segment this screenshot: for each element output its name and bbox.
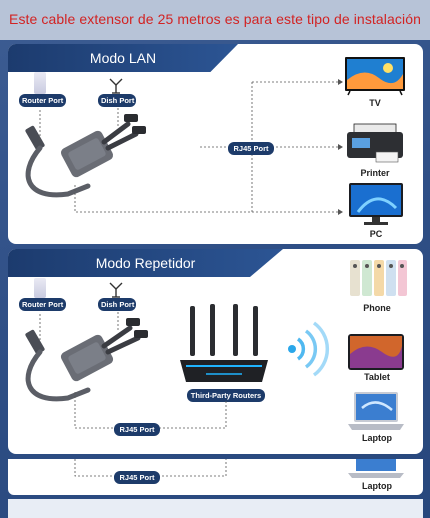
top-banner <box>0 0 430 40</box>
banner-text: Este cable extensor de 25 metros es para… <box>9 11 421 27</box>
repeater-rj45-label: RJ45 Port <box>114 423 160 436</box>
tv-icon <box>345 57 405 96</box>
laptop-icon <box>348 392 404 430</box>
bottom-strip <box>8 499 423 518</box>
third-party-routers-label: Third-Party Routers <box>187 389 265 402</box>
tv-label: TV <box>369 98 381 108</box>
extra-laptop-label: Laptop <box>362 481 392 491</box>
laptop-label: Laptop <box>362 433 392 443</box>
repeater-connection-lines <box>39 312 227 429</box>
lan-title: Modo LAN <box>8 44 238 72</box>
dish-port-label: Dish Port <box>98 94 136 107</box>
tablet-icon <box>348 334 404 370</box>
tablet-label: Tablet <box>364 372 390 382</box>
satellite-dish-icon <box>109 282 123 298</box>
pc-monitor-icon <box>349 183 403 225</box>
laptop-icon <box>348 459 404 478</box>
lan-adapter-illustration <box>25 114 146 198</box>
printer-label: Printer <box>360 168 390 178</box>
satellite-dish-icon <box>109 78 123 94</box>
printer-icon <box>347 123 403 163</box>
phone-label: Phone <box>363 303 391 313</box>
repeater-adapter-illustration <box>25 318 148 402</box>
pc-label: PC <box>369 229 383 239</box>
router-device-icon <box>34 72 46 94</box>
repeater-title: Modo Repetidor <box>8 249 283 277</box>
repeater-dish-port-label: Dish Port <box>98 298 136 311</box>
repeater-router-port-label: Router Port <box>19 298 66 311</box>
lan-rj45-label: RJ45 Port <box>228 142 274 155</box>
phone-icon <box>350 260 407 296</box>
extra-rj45-label: RJ45 Port <box>114 471 160 484</box>
third-party-router-icon <box>180 304 268 382</box>
router-port-label: Router Port <box>19 94 66 107</box>
wifi-signal-icon <box>288 321 330 377</box>
router-device-icon <box>34 278 46 298</box>
